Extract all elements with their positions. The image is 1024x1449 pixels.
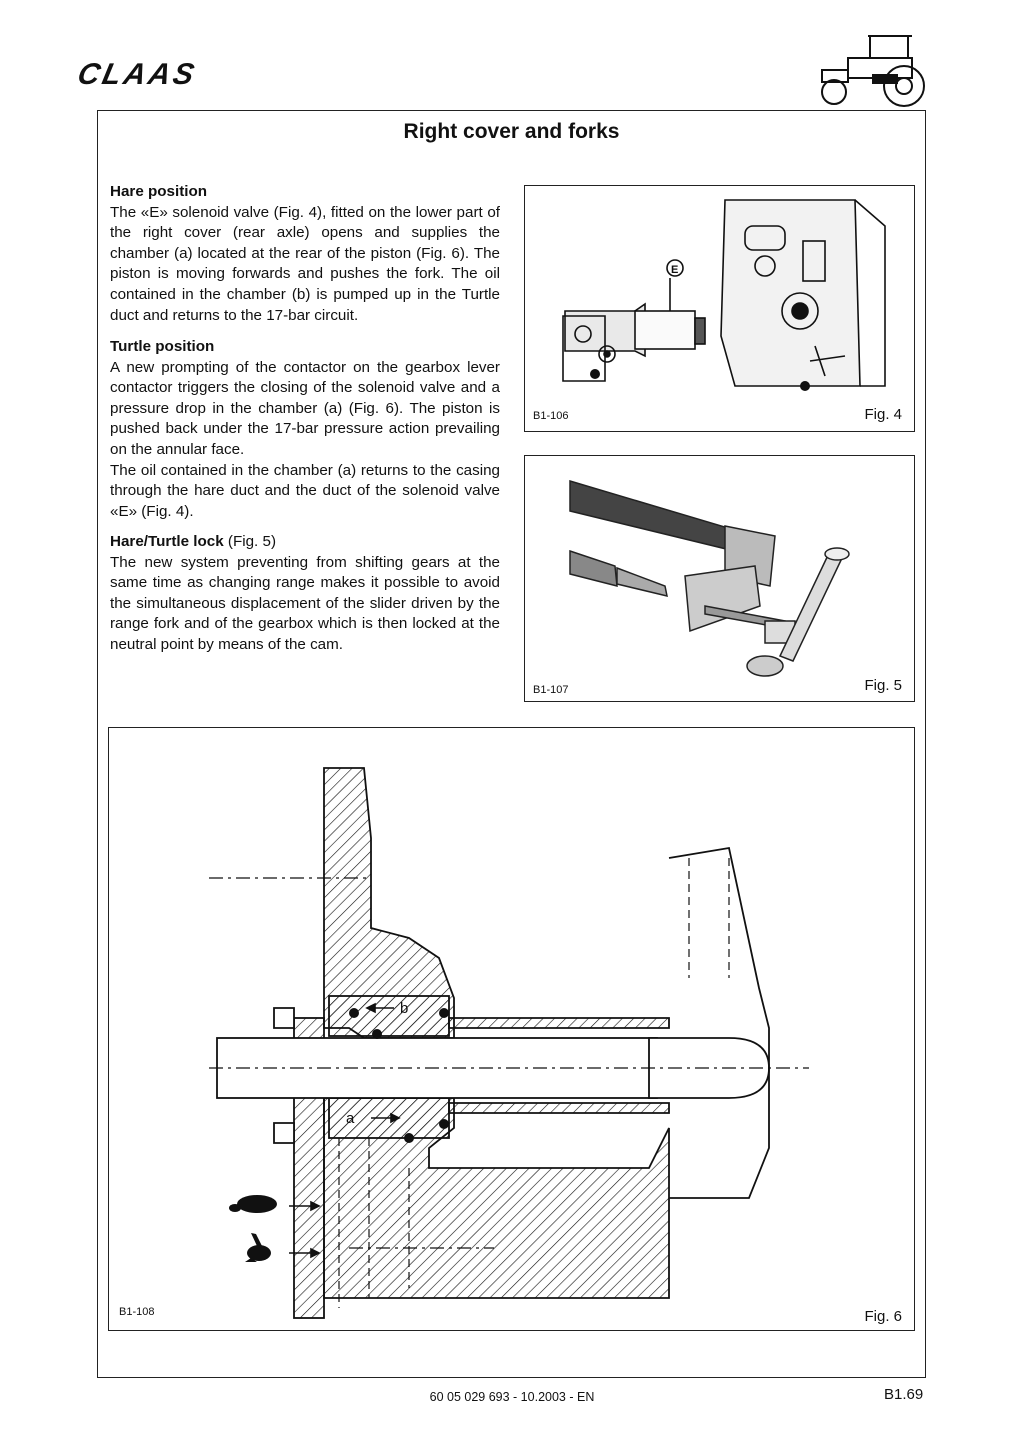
turtle-icon xyxy=(229,1195,277,1213)
lock-heading-ref: (Fig. 5) xyxy=(227,533,277,550)
tractor-icon xyxy=(821,35,925,107)
lock-section: Hare/Turtle lock (Fig. 5) The new system… xyxy=(110,532,500,656)
turtle-heading: Turtle position xyxy=(110,338,215,355)
document-reference: 60 05 029 693 - 10.2003 - EN xyxy=(429,1390,595,1404)
hare-icon xyxy=(245,1233,271,1262)
page-title: Right cover and forks xyxy=(403,120,620,143)
figure-6: b a B1-108 Fig. 6 xyxy=(108,727,915,1331)
figure-5: B1-107 Fig. 5 xyxy=(524,455,915,702)
claas-logo: CLAAS xyxy=(74,58,200,91)
figure-6-label: Fig. 6 xyxy=(864,1308,902,1325)
turtle-text-2: The oil contained in the chamber (a) ret… xyxy=(110,461,500,520)
hare-text: The «E» solenoid valve (Fig. 4), fitted … xyxy=(110,203,500,324)
page-number: B1.69 xyxy=(884,1386,924,1403)
range-fork-lock-photo xyxy=(569,479,850,677)
hydraulic-piston-cross-section: b a xyxy=(209,767,809,1319)
figure-5-label: Fig. 5 xyxy=(864,677,902,694)
figure-4: E B1-106 Fig. 4 xyxy=(524,185,915,432)
callout-e: E xyxy=(671,264,678,276)
label-b: b xyxy=(400,1000,408,1017)
figure-6-code: B1-108 xyxy=(119,1306,155,1318)
turtle-text-1: A new prompting of the contactor on the … xyxy=(110,358,500,458)
turtle-section: Turtle position A new prompting of the c… xyxy=(110,337,500,522)
solenoid-valve-illustration: E xyxy=(562,199,886,391)
figure-5-code: B1-107 xyxy=(533,684,569,696)
hare-heading: Hare position xyxy=(110,183,208,200)
lock-text: The new system preventing from shifting … xyxy=(110,553,500,653)
lock-heading-text: Hare/Turtle lock xyxy=(110,533,224,550)
page-frame xyxy=(97,110,926,1378)
hare-section: Hare position The «E» solenoid valve (Fi… xyxy=(110,182,500,326)
figure-4-code: B1-106 xyxy=(533,410,569,422)
lock-heading: Hare/Turtle lock (Fig. 5) xyxy=(110,532,500,553)
label-a: a xyxy=(346,1110,355,1127)
figure-4-label: Fig. 4 xyxy=(864,406,902,423)
